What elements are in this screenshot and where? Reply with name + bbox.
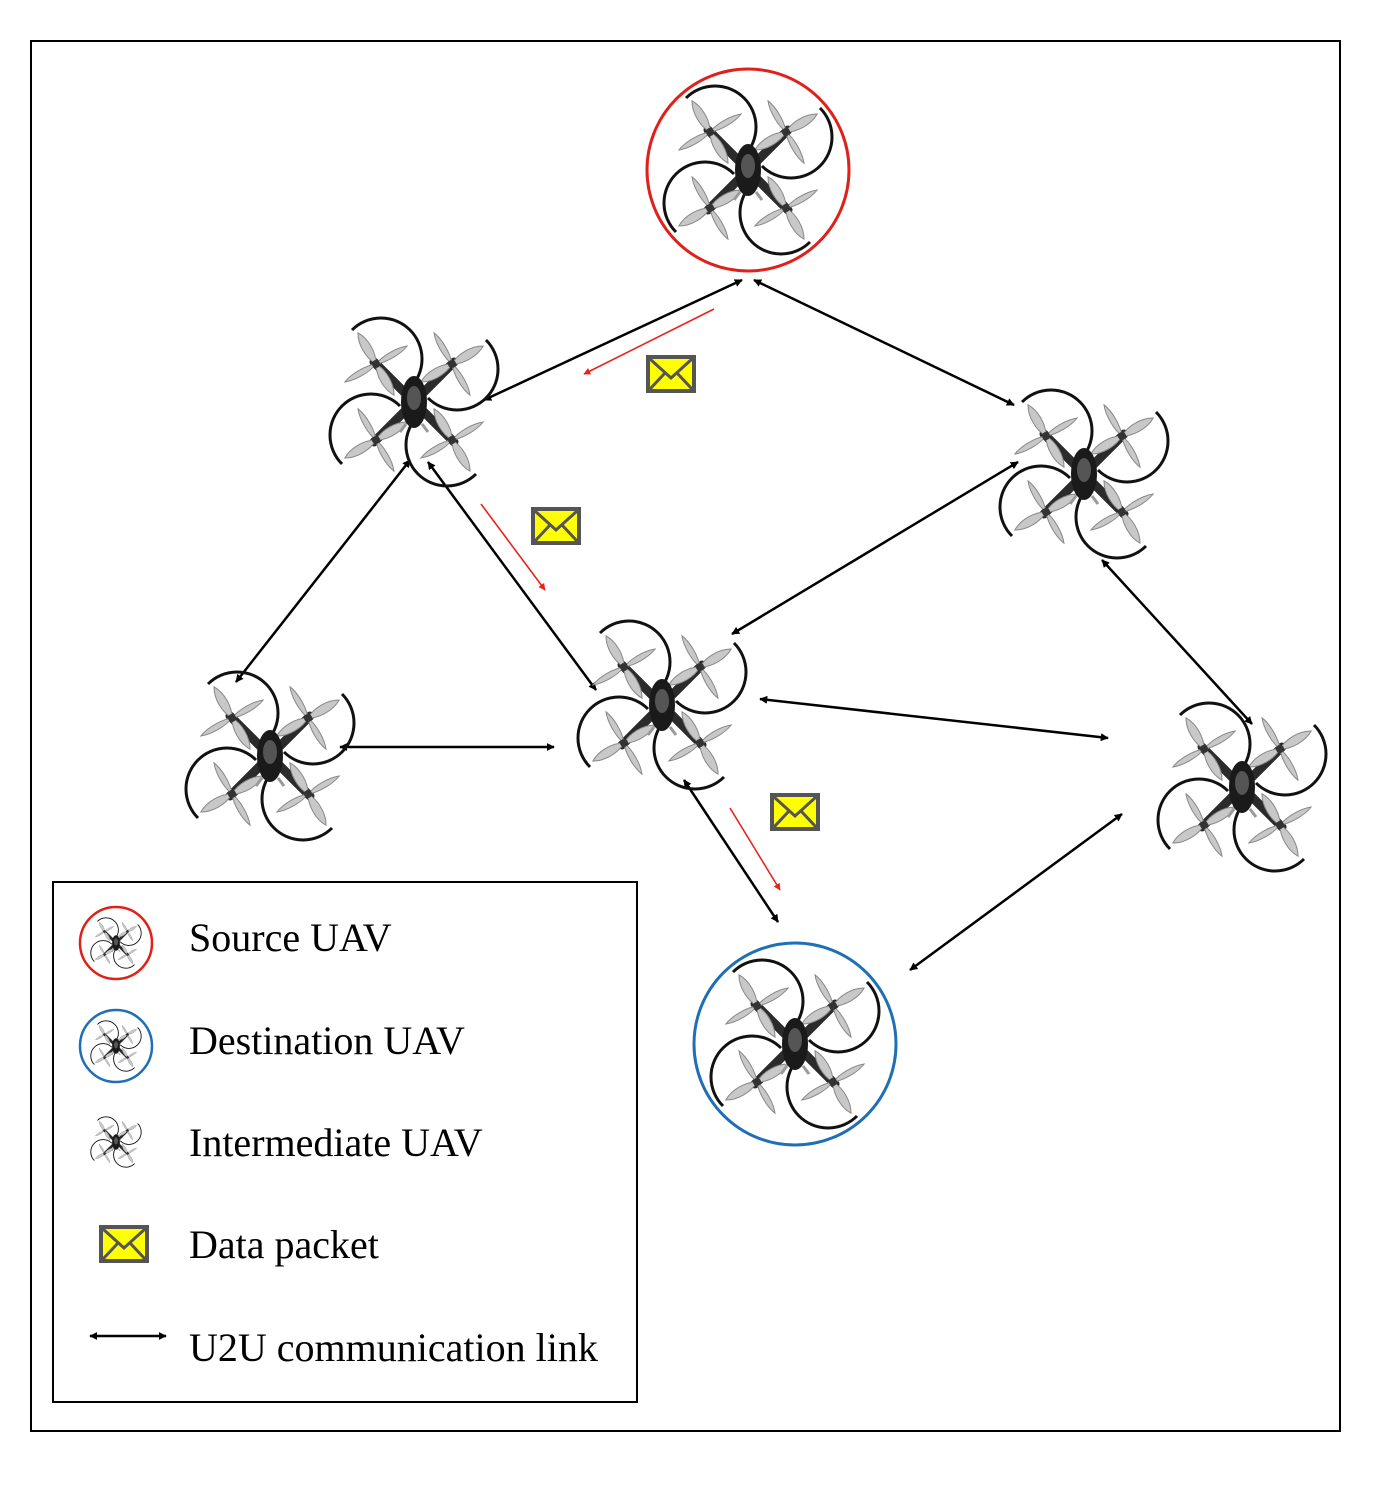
u2u-link-n5-destination: [909, 812, 1123, 972]
u2u-link-n2-n4: [731, 460, 1019, 636]
uav-node-n3: [183, 669, 357, 843]
links-layer: [235, 278, 1253, 972]
packet-flow-layer: [480, 308, 781, 891]
u2u-link-n1-n3: [235, 459, 411, 683]
drone-icon: [997, 387, 1171, 561]
drone-icon: [327, 315, 501, 489]
legend-label-destination: Destination UAV: [189, 1018, 465, 1063]
u2u-link-source-n1: [483, 278, 743, 402]
u2u-link-n1-n4: [426, 461, 598, 691]
legend-destination-icon: [78, 1008, 154, 1084]
legend-label-source: Source UAV: [189, 915, 392, 960]
legend-label-intermediate: Intermediate UAV: [189, 1120, 483, 1165]
uav-node-n1: [327, 315, 501, 489]
legend-label-link: U2U communication link: [189, 1325, 598, 1370]
u2u-link-n2-n5: [1101, 559, 1253, 725]
u2u-link-n4-n5: [759, 695, 1109, 742]
legend-source-icon: [78, 905, 154, 981]
legend: Source UAV Destination UAV Intermediate …: [52, 881, 638, 1403]
drone-icon: [575, 618, 749, 792]
legend-box: [52, 881, 638, 1403]
u2u-link-n4-destination: [682, 779, 780, 923]
data-packet-envelope-icon: [770, 793, 820, 831]
uav-node-n2: [997, 387, 1171, 561]
uav-node-destination: [692, 941, 898, 1147]
packet-flow-arrow-2: [480, 503, 546, 591]
drone-icon: [183, 669, 357, 843]
uav-node-source: [645, 67, 851, 273]
packet-flow-arrow-3: [729, 807, 781, 891]
legend-envelope-icon: [99, 1225, 149, 1263]
uav-node-n5: [1155, 700, 1329, 874]
legend-label-packet: Data packet: [189, 1222, 379, 1267]
data-packet-envelope-icon: [646, 355, 696, 393]
nodes-layer: [183, 67, 1329, 1147]
diagram-frame: [30, 40, 1341, 1432]
uav-node-n4: [575, 618, 749, 792]
u2u-link-source-n2: [753, 278, 1015, 407]
packet-flow-arrow-1: [583, 308, 715, 375]
data-packet-envelope-icon: [531, 507, 581, 545]
drone-icon: [1155, 700, 1329, 874]
